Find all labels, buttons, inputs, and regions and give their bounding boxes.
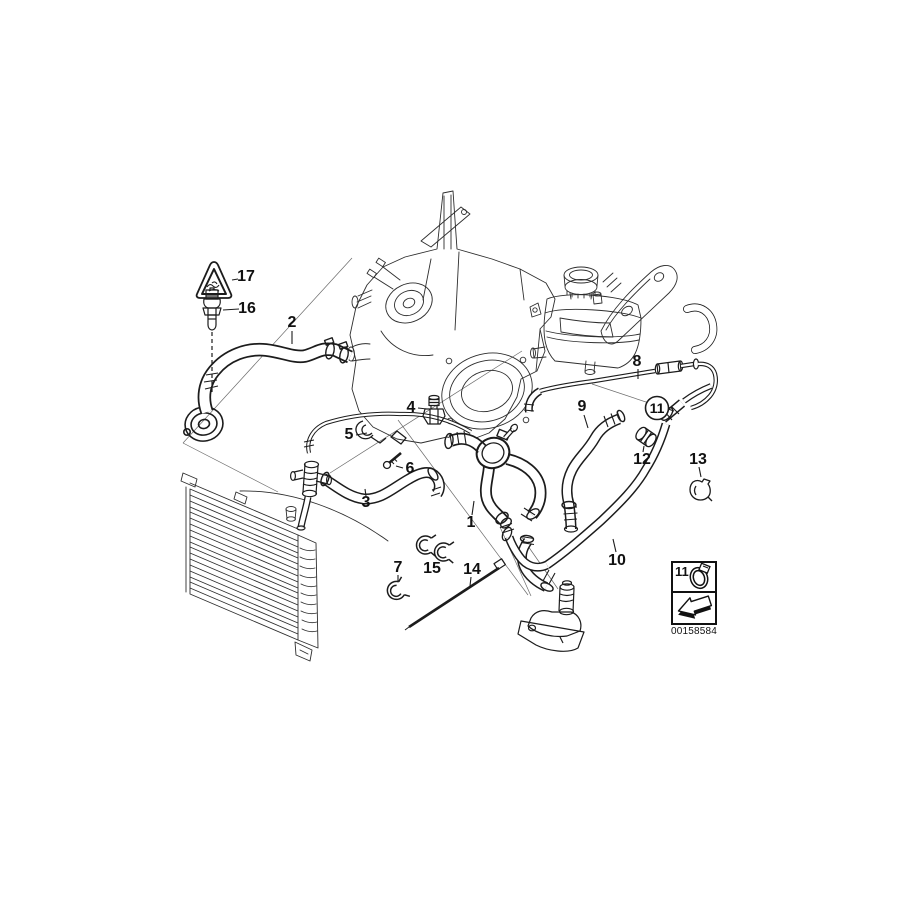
callout-2: 2 xyxy=(287,314,297,331)
callout-7: 7 xyxy=(393,559,403,576)
callout-14: 14 xyxy=(463,561,481,578)
temp-sensor-16 xyxy=(202,287,222,394)
aux-pump-and-elbow xyxy=(516,534,585,652)
cable-strap-14 xyxy=(404,558,506,631)
spring-clips xyxy=(386,534,455,601)
hose-3 xyxy=(320,466,445,505)
plug-4 xyxy=(422,394,446,425)
callout-11: 11 xyxy=(649,400,665,416)
bolt-6 xyxy=(382,452,402,470)
callout-17: 17 xyxy=(237,268,255,285)
legend-arrow-cell xyxy=(673,593,715,623)
callout-9: 9 xyxy=(577,398,587,415)
engine-mount-arm xyxy=(600,265,718,354)
spring-clip-15a xyxy=(415,534,437,557)
hose-clamp-icon xyxy=(689,563,711,590)
callout-4: 4 xyxy=(406,399,416,416)
diagram-part-number: 00158584 xyxy=(670,626,718,637)
callout-16: 16 xyxy=(238,300,256,317)
hose-9 xyxy=(561,409,626,533)
callout-12: 12 xyxy=(633,451,651,468)
callout-leader-lines xyxy=(222,278,702,587)
expansion-tank xyxy=(529,266,642,375)
callout-8: 8 xyxy=(632,353,642,370)
callout-15: 15 xyxy=(423,560,441,577)
radiator xyxy=(180,472,389,662)
hose-assembly-1 xyxy=(444,423,547,529)
callout-10: 10 xyxy=(608,552,626,569)
clip-13 xyxy=(689,478,713,502)
legend-box: 11 xyxy=(671,561,717,625)
legend-ref-label: 11 xyxy=(675,564,689,579)
callout-6: 6 xyxy=(405,460,415,477)
callout-5: 5 xyxy=(344,426,354,443)
callout-1: 1 xyxy=(466,514,476,531)
callout-3: 3 xyxy=(361,494,371,511)
direction-arrow-icon xyxy=(677,595,713,619)
four-way-connector xyxy=(290,460,333,531)
spring-clip-15b xyxy=(433,541,455,564)
coolant-pipe xyxy=(303,411,473,470)
hose-2-upper-radiator xyxy=(183,337,353,442)
legend-clamp-cell: 11 xyxy=(673,563,715,593)
grommet-12 xyxy=(635,426,657,448)
callout-11-circle xyxy=(644,395,670,421)
callout-13: 13 xyxy=(689,451,707,468)
engine-assembly xyxy=(347,190,556,444)
warning-triangle-17 xyxy=(195,261,233,299)
auxiliary-water-pump xyxy=(517,580,585,652)
spring-clip-7 xyxy=(386,576,411,601)
